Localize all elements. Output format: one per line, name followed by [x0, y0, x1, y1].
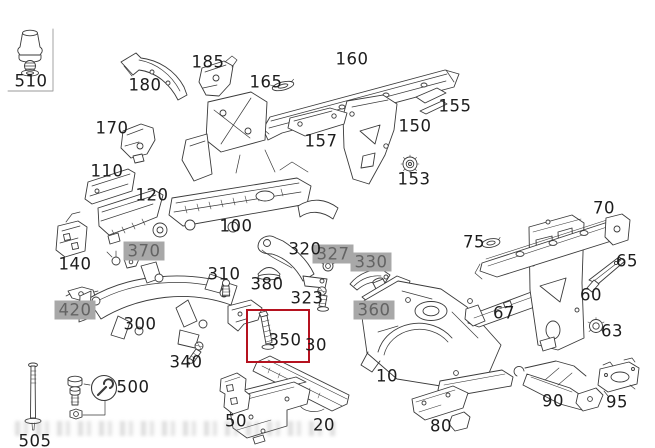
- part-label-170[interactable]: 170: [95, 118, 129, 138]
- part-350-drawing: [258, 310, 275, 350]
- part-label-90[interactable]: 90: [542, 391, 564, 411]
- part-label-100[interactable]: 100: [219, 216, 253, 236]
- part-label-360[interactable]: 360: [353, 300, 395, 320]
- part-50-drawing: [219, 372, 251, 415]
- part-label-323[interactable]: 323: [290, 288, 324, 308]
- part-95-drawing: [597, 357, 640, 397]
- part-185-drawing: [198, 55, 238, 97]
- part-label-60[interactable]: 60: [580, 285, 602, 305]
- part-65-drawing: [586, 256, 626, 293]
- catalog-cell-border: [7, 28, 54, 92]
- part-label-300[interactable]: 300: [123, 314, 157, 334]
- part-label-153[interactable]: 153: [397, 169, 431, 189]
- selected-part-highlight-box: [246, 309, 310, 363]
- part-label-50[interactable]: 50: [225, 411, 247, 431]
- part-label-67[interactable]: 67: [493, 303, 515, 323]
- part-90-drawing: [513, 360, 604, 412]
- part-label-330[interactable]: 330: [350, 252, 392, 272]
- part-label-160[interactable]: 160: [335, 49, 369, 69]
- part-70-drawing: [474, 213, 631, 280]
- part-label-500[interactable]: 500: [116, 377, 150, 397]
- part-label-140[interactable]: 140: [58, 254, 92, 274]
- part-75-drawing: [480, 237, 501, 248]
- part-label-110[interactable]: 110: [90, 161, 124, 181]
- part-label-63[interactable]: 63: [601, 321, 623, 341]
- part-label-95[interactable]: 95: [606, 392, 628, 412]
- part-label-20[interactable]: 20: [313, 415, 335, 435]
- part-label-30[interactable]: 30: [305, 335, 327, 355]
- part-330-drawing: [349, 269, 391, 291]
- part-label-155[interactable]: 155: [438, 96, 472, 116]
- part-label-165[interactable]: 165: [249, 72, 283, 92]
- part-150-drawing: [342, 94, 398, 185]
- part-label-120[interactable]: 120: [135, 185, 169, 205]
- part-153-drawing: [400, 154, 420, 174]
- part-label-180[interactable]: 180: [128, 75, 162, 95]
- part-label-327[interactable]: 327: [312, 244, 354, 264]
- part-label-350[interactable]: 350: [268, 330, 302, 350]
- part-63-drawing: [587, 317, 605, 333]
- part-510-drawing: [7, 28, 54, 92]
- part-500-drawing: [67, 374, 118, 420]
- part-label-310[interactable]: 310: [207, 264, 241, 284]
- part-label-157[interactable]: 157: [304, 131, 338, 151]
- part-323-drawing: [317, 286, 329, 312]
- part-label-380[interactable]: 380: [250, 274, 284, 294]
- part-120-drawing: [97, 189, 168, 245]
- part-505-drawing: [24, 362, 42, 431]
- part-140-drawing: [55, 211, 88, 258]
- part-67-drawing: [464, 290, 548, 328]
- part-label-150[interactable]: 150: [398, 116, 432, 136]
- part-label-420[interactable]: 420: [54, 300, 96, 320]
- part-label-65[interactable]: 65: [616, 251, 638, 271]
- part-label-340[interactable]: 340: [169, 352, 203, 372]
- part-label-510[interactable]: 510: [14, 71, 48, 91]
- part-label-185[interactable]: 185: [191, 52, 225, 72]
- part-165-drawing: [270, 78, 295, 92]
- part-label-10[interactable]: 10: [376, 366, 398, 386]
- part-label-75[interactable]: 75: [463, 232, 485, 252]
- part-label-505[interactable]: 505: [18, 431, 52, 448]
- part-310-drawing: [222, 279, 231, 297]
- part-157-drawing: [287, 107, 348, 137]
- watermark: [15, 421, 337, 436]
- part-label-370[interactable]: 370: [123, 241, 165, 261]
- part-label-70[interactable]: 70: [593, 198, 615, 218]
- part-label-320[interactable]: 320: [288, 239, 322, 259]
- part-170-drawing: [120, 123, 156, 164]
- part-380-drawing: [257, 267, 281, 281]
- part-100-drawing: [168, 91, 339, 233]
- part-155-drawing: [415, 87, 448, 115]
- part-110-drawing: [84, 168, 136, 205]
- part-80-drawing: [411, 385, 471, 432]
- part-label-80[interactable]: 80: [430, 416, 452, 436]
- part-340-drawing: [186, 341, 204, 364]
- wrench-icon: [90, 374, 118, 402]
- part-320-drawing: [257, 235, 328, 289]
- part-180-drawing: [120, 52, 188, 101]
